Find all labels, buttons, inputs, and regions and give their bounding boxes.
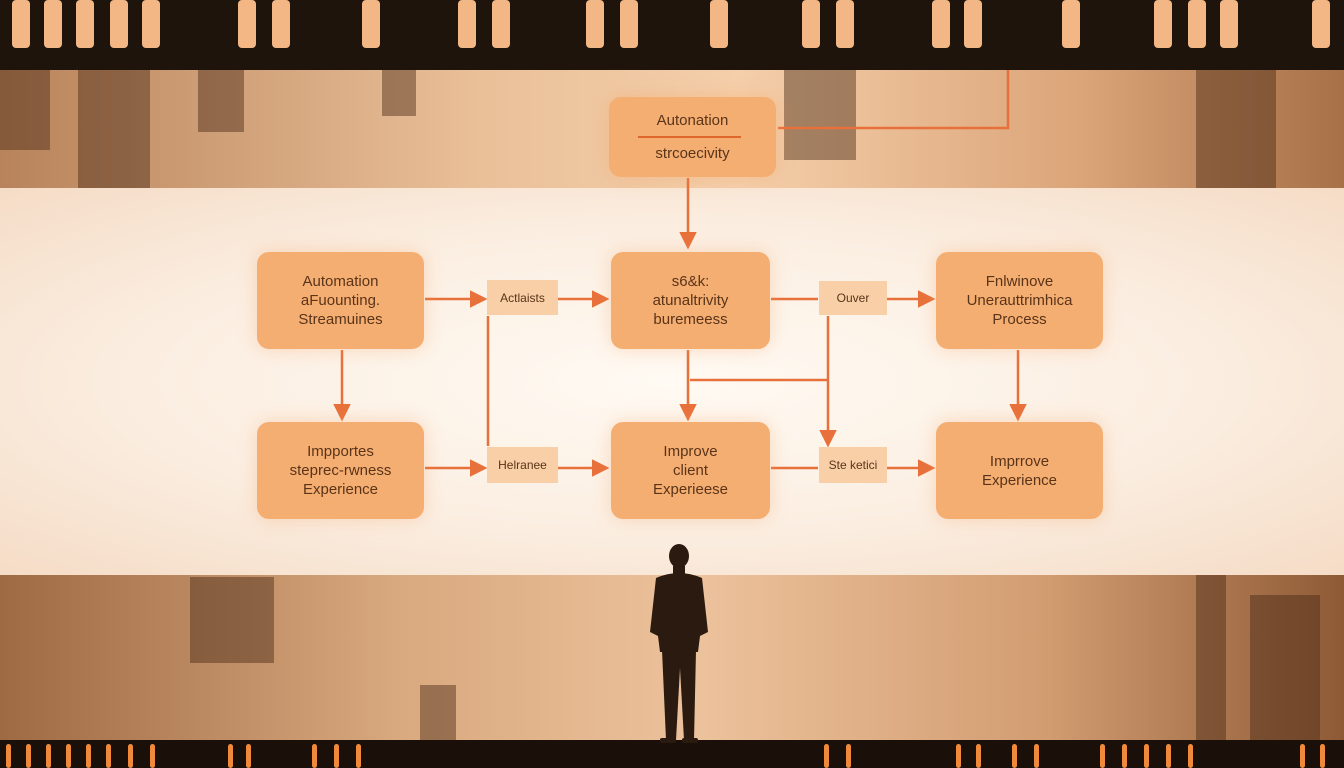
film-hole [836,0,854,48]
film-hole [846,744,851,768]
film-hole [932,0,950,48]
node-row2-col3: Imprrove Experience [936,422,1103,519]
shadow-block [1196,575,1226,740]
film-hole [1062,0,1080,48]
node-text: steprec-rwness [289,462,392,479]
shadow-block [0,70,50,150]
shadow-block [420,685,456,740]
film-hole [1100,744,1105,768]
film-hole [976,744,981,768]
film-hole [246,744,251,768]
film-hole [312,744,317,768]
edge-label-row1-right: Ouver [819,281,887,315]
film-hole [1188,744,1193,768]
node-row1-col1: Automation aFuounting. Streamuines [257,252,424,349]
edge-label-row1-left: Actlaists [487,280,558,315]
film-hole [1122,744,1127,768]
node-text: Experieese [652,481,729,498]
film-hole [110,0,128,48]
node-text: Improve [663,443,718,460]
film-hole [620,0,638,48]
node-text: atunaltrivity [652,292,729,309]
film-hole [46,744,51,768]
connector-top-right [778,70,1010,130]
film-hole [228,744,233,768]
node-text: Automation [302,273,379,290]
node-text: Impportes [307,443,374,460]
film-hole [334,744,339,768]
node-row1-col3: Fnlwinove Unerauttrimhica Process [936,252,1103,349]
node-top: Autonation strcoecivity [609,97,776,177]
edge-label-row2-left: Helranee [487,447,558,483]
film-hole [964,0,982,48]
film-hole [26,744,31,768]
film-hole [1188,0,1206,48]
presenter-silhouette [650,544,708,743]
shadow-block [78,70,150,188]
film-hole [1144,744,1149,768]
node-text: Imprrove [989,452,1050,470]
film-hole [1034,744,1039,768]
shadow-block [784,70,856,160]
film-hole [1166,744,1171,768]
node-text: Unerauttrimhica [966,292,1073,309]
node-row2-col2: Improve client Experieese [611,422,770,519]
film-hole [128,744,133,768]
node-text: Experience [302,481,379,498]
film-hole [1012,744,1017,768]
shadow-block [1196,70,1276,188]
film-hole [272,0,290,48]
film-hole [824,744,829,768]
shadow-block [190,577,274,663]
film-hole [12,0,30,48]
shadow-block [382,70,416,116]
film-hole [492,0,510,48]
node-row2-col1: Impportes steprec-rwness Experience [257,422,424,519]
node-text: client [672,462,709,479]
film-hole [106,744,111,768]
node-text: aFuounting. [300,292,381,309]
film-hole [1220,0,1238,48]
film-hole [1154,0,1172,48]
node-top-underline [638,136,741,138]
film-hole [76,0,94,48]
film-hole [710,0,728,48]
node-text: Process [992,311,1047,328]
film-hole [586,0,604,48]
film-strip-bottom [0,740,1344,768]
shadow-block [198,70,244,132]
node-text: Experience [981,471,1058,489]
film-hole [86,744,91,768]
node-text: strcoecivity [655,145,730,162]
node-row1-col2: s6&k: atunaltrivity buremeess [611,252,770,349]
film-hole [458,0,476,48]
film-strip-top [0,0,1344,70]
film-hole [1300,744,1305,768]
node-text: s6&k: [671,273,710,290]
node-text: Autonation [656,112,729,129]
film-hole [802,0,820,48]
node-text: Fnlwinove [985,273,1054,290]
film-hole [44,0,62,48]
node-text: Streamuines [298,311,383,328]
film-hole [6,744,11,768]
edge-label-row2-right: Ste ketici [819,447,887,483]
film-hole [1320,744,1325,768]
film-hole [1312,0,1330,48]
node-text: buremeess [653,311,728,328]
shadow-block [1250,595,1320,740]
film-hole [956,744,961,768]
film-hole [66,744,71,768]
film-hole [238,0,256,48]
film-hole [362,0,380,48]
film-hole [356,744,361,768]
film-hole [150,744,155,768]
film-hole [142,0,160,48]
